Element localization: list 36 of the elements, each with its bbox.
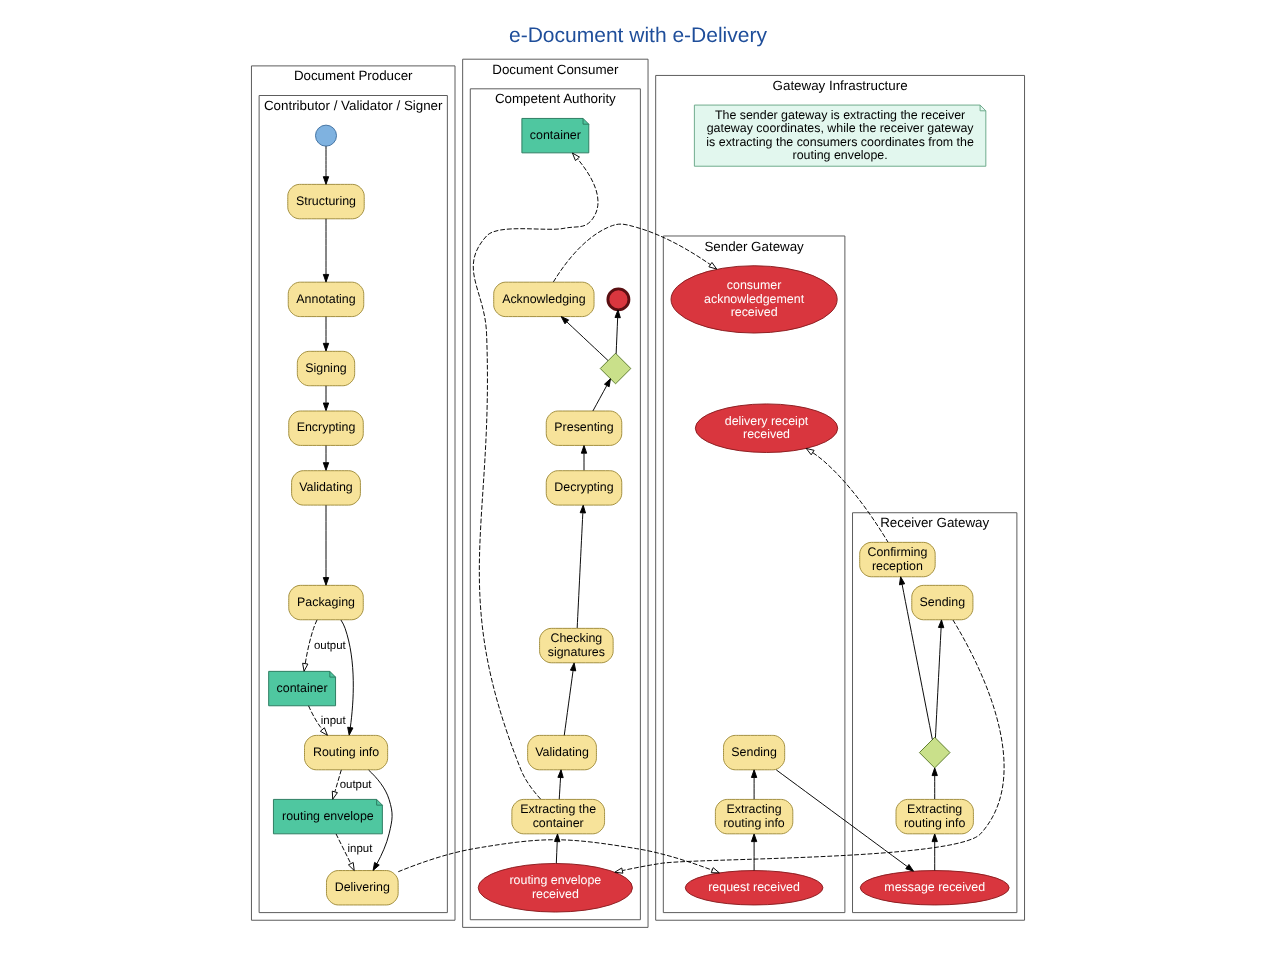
- arrow: [322, 218, 330, 283]
- arrow: [775, 769, 914, 872]
- arrow: [368, 769, 393, 871]
- arrow: [560, 316, 609, 361]
- arrow: [750, 833, 758, 871]
- arrow: [934, 619, 945, 739]
- arrow: [322, 316, 330, 352]
- arrow: [552, 223, 718, 283]
- arrow: [397, 839, 720, 874]
- arrow: [322, 145, 330, 185]
- arrow: [614, 309, 621, 355]
- arrow: [557, 769, 564, 800]
- arrow: [340, 619, 354, 736]
- arrow: [335, 833, 355, 871]
- arrow: [614, 619, 1005, 874]
- arrow: [576, 504, 586, 629]
- arrow: [931, 833, 938, 871]
- node-circle: [606, 287, 631, 312]
- arrow: [580, 445, 588, 471]
- arrow: [563, 662, 577, 736]
- arrow: [899, 576, 933, 740]
- arrow: [554, 833, 561, 864]
- arrow: [750, 769, 758, 800]
- node-circle: [315, 124, 337, 147]
- arrow: [805, 447, 889, 543]
- arrow: [331, 769, 342, 800]
- arrow: [302, 619, 318, 672]
- diagram-title: e-Document with e-Delivery: [509, 23, 767, 48]
- arrow: [592, 378, 611, 412]
- node-diamond: [599, 352, 632, 385]
- arrow: [931, 767, 938, 800]
- node-diamond: [918, 736, 951, 769]
- arrow: [322, 504, 330, 586]
- arrow: [308, 705, 328, 736]
- arrow: [322, 385, 330, 412]
- arrow: [322, 445, 330, 471]
